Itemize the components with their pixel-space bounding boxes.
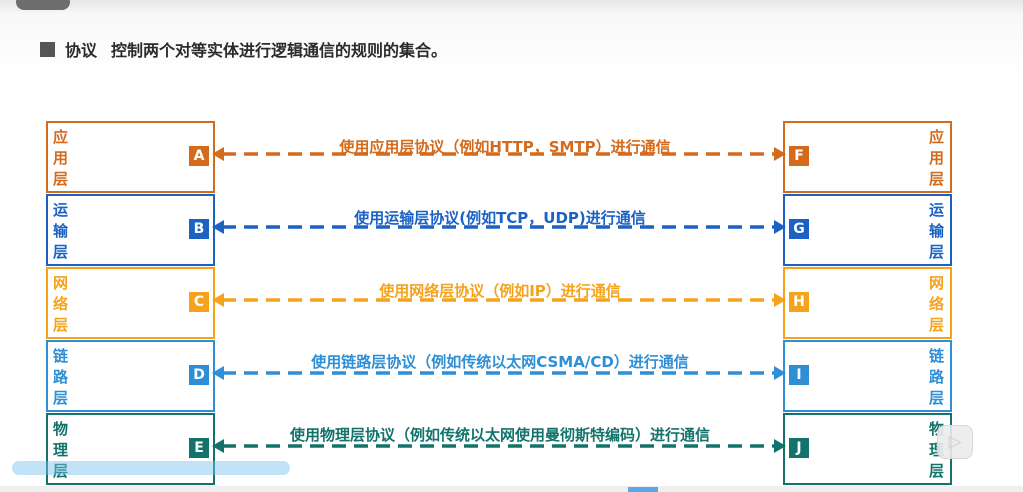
slide-header — [0, 12, 1023, 76]
arrowhead-right — [774, 220, 786, 234]
right-stack-layer-application: 应用层 F — [783, 121, 952, 193]
layer-name: 运输层 — [53, 201, 69, 261]
layer-name: 物理层 — [53, 420, 69, 480]
entity-label: E — [189, 438, 209, 458]
layer-name: 应用层 — [53, 128, 69, 188]
highlight-scribble — [12, 461, 290, 475]
arrowhead-left — [212, 293, 224, 307]
layer-name: 应用层 — [928, 128, 944, 188]
entity-label: C — [189, 292, 209, 312]
progress-marker — [628, 487, 658, 492]
entity-label: B — [189, 219, 209, 239]
heading-term: 协议 — [65, 41, 98, 60]
right-stack-layer-network: 网络层 H — [783, 267, 952, 339]
left-stack-layer-physical: 物理层 E — [46, 413, 215, 485]
layer-name: 网络层 — [53, 274, 69, 334]
arrowhead-left — [212, 439, 224, 453]
left-stack-layer-application: 应用层 A — [46, 121, 215, 193]
bottom-strip — [0, 486, 1023, 492]
layer-name: 网络层 — [928, 274, 944, 334]
peer-arrow-application — [212, 147, 786, 161]
right-stack-layer-transport: 运输层 G — [783, 194, 952, 266]
layer-name: 运输层 — [928, 201, 944, 261]
layer-name: 链路层 — [53, 347, 69, 407]
left-stack-layer-network: 网络层 C — [46, 267, 215, 339]
arrowhead-right — [774, 293, 786, 307]
play-icon[interactable]: ▷ — [937, 425, 973, 459]
bullet-square-icon — [40, 41, 55, 57]
peer-protocol-label: 使用网络层协议（例如IP）进行通信 — [379, 282, 621, 300]
entity-label: G — [789, 219, 809, 239]
arrowhead-right — [774, 147, 786, 161]
arrowhead-left — [212, 147, 224, 161]
arrowhead-left — [212, 366, 224, 380]
arrowhead-left — [212, 220, 224, 234]
arrowhead-right — [774, 366, 786, 380]
peer-protocol-label: 使用链路层协议（例如传统以太网CSMA/CD）进行通信 — [311, 353, 689, 371]
heading-definition: 控制两个对等实体进行逻辑通信的规则的集合。 — [111, 41, 448, 60]
slide-heading: 协议 控制两个对等实体进行逻辑通信的规则的集合。 — [40, 37, 447, 61]
left-stack-layer-transport: 运输层 B — [46, 194, 215, 266]
entity-label: A — [189, 146, 209, 166]
peer-arrow-network — [212, 293, 786, 307]
peer-protocol-label: 使用应用层协议（例如HTTP，SMTP）进行通信 — [339, 138, 671, 156]
entity-label: D — [189, 365, 209, 385]
right-stack-layer-link: 链路层 I — [783, 340, 952, 412]
entity-label: I — [789, 365, 809, 385]
entity-label: J — [789, 438, 809, 458]
peer-arrow-link — [212, 366, 786, 380]
entity-label: H — [789, 292, 809, 312]
left-stack-layer-link: 链路层 D — [46, 340, 215, 412]
arrowhead-right — [774, 439, 786, 453]
corner-badge — [16, 0, 70, 10]
peer-arrow-transport — [212, 220, 786, 234]
peer-arrow-physical — [212, 439, 786, 453]
peer-protocol-label: 使用运输层协议(例如TCP，UDP)进行通信 — [354, 209, 646, 227]
entity-label: F — [789, 146, 809, 166]
top-bar — [0, 0, 1023, 12]
peer-protocol-label: 使用物理层协议（例如传统以太网使用曼彻斯特编码）进行通信 — [289, 426, 711, 444]
layer-name: 链路层 — [928, 347, 944, 407]
